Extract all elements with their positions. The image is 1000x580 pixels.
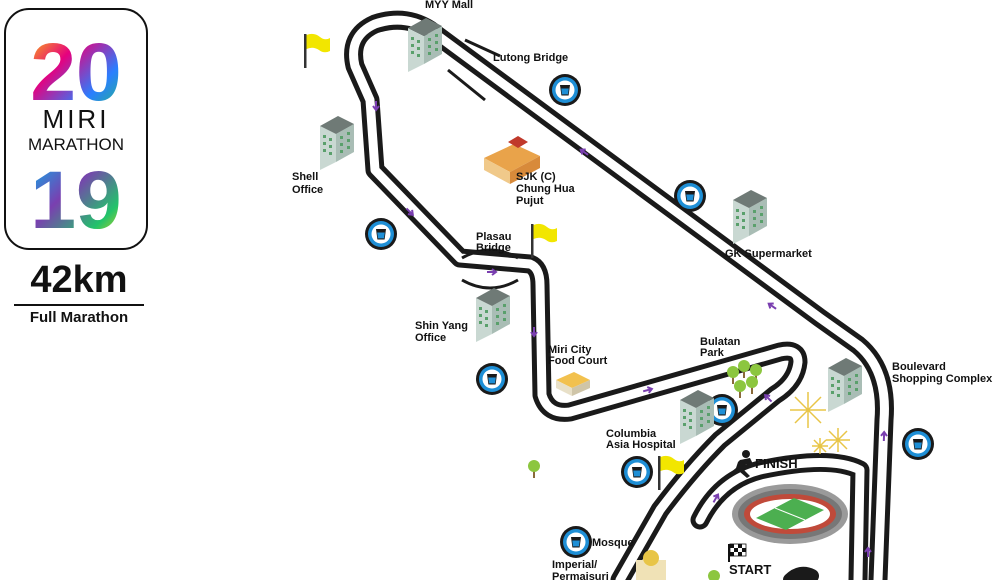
label-sjk-line1: SJK (C) <box>516 171 556 183</box>
columbia-hospital-building-icon <box>680 390 714 444</box>
label-shin-yang-line2: Office <box>415 332 446 344</box>
event-logo: 20 MIRI MARATHON 19 <box>4 8 148 250</box>
plasau-bridge-marker <box>461 248 519 290</box>
label-boulevard-line1: Boulevard <box>892 361 946 373</box>
runner-icon <box>730 450 754 478</box>
label-start: START <box>729 562 771 577</box>
boulevard-building-icon <box>828 358 862 412</box>
flag-icon <box>304 33 330 68</box>
water-station-icon <box>560 526 592 558</box>
flag-icon <box>531 223 557 258</box>
label-lutong-bridge: Lutong Bridge <box>493 52 568 64</box>
water-station-icon <box>549 74 581 106</box>
label-plasau-line1: Plasau <box>476 231 511 243</box>
distance-value: 42km <box>30 259 128 301</box>
mosque-building-icon <box>636 550 666 580</box>
water-station-icon <box>902 428 934 460</box>
label-columbia-line1: Columbia <box>606 428 657 440</box>
water-stations <box>365 74 934 558</box>
label-shell-office-line2: Office <box>292 184 323 196</box>
myy-mall-building-icon <box>408 18 442 72</box>
label-bulatan-line1: Bulatan <box>700 336 741 348</box>
distance-divider <box>14 304 144 306</box>
label-permaisuri: Permaisuri <box>552 571 609 580</box>
water-station-icon <box>365 218 397 250</box>
fireworks-icon <box>790 392 850 454</box>
water-station-icon <box>476 363 508 395</box>
label-myy-mall: MYY Mall <box>425 0 473 11</box>
buildings <box>320 18 862 580</box>
label-shin-yang-line1: Shin Yang <box>415 320 468 332</box>
landmark-labels: MYY Mall Lutong Bridge Shell Office SJK … <box>292 0 993 580</box>
gk-supermarket-building-icon <box>733 190 767 244</box>
label-shell-office-line1: Shell <box>292 171 318 183</box>
label-plasau-line2: Bridge <box>476 242 511 254</box>
lutong-bridge-marker <box>447 38 501 102</box>
distance-block: 42km Full Marathon <box>14 258 144 326</box>
race-category: Full Marathon <box>29 309 129 326</box>
tree-icon <box>528 460 540 478</box>
shin-yang-building-icon <box>476 288 510 342</box>
label-food-court-line1: Miri City <box>548 344 592 356</box>
label-boulevard-line2: Shopping Complex <box>892 373 993 385</box>
label-sjk-line3: Pujut <box>516 195 544 207</box>
logo-name-line1: MIRI <box>43 104 110 134</box>
logo-name-line2: MARATHON <box>28 135 124 154</box>
label-sjk-line2: Chung Hua <box>516 183 576 195</box>
label-bulatan-line2: Park <box>700 347 725 359</box>
water-station-icon <box>674 180 706 212</box>
label-food-court-line2: Food Court <box>548 355 608 367</box>
food-court-building-icon <box>556 372 590 396</box>
label-imperial: Imperial/ <box>552 559 597 571</box>
stadium-icon <box>732 484 848 544</box>
checkered-flag-icon <box>728 543 747 562</box>
label-columbia-line2: Asia Hospital <box>606 439 676 451</box>
tree-icon <box>734 380 746 398</box>
water-station-icon <box>621 456 653 488</box>
label-mosque: Mosque <box>592 537 634 549</box>
label-gk-supermarket: GK Supermarket <box>725 248 812 260</box>
logo-year-bottom: 19 <box>30 155 121 246</box>
sjk-school-building-icon <box>484 136 540 184</box>
label-finish: FINISH <box>755 456 798 471</box>
tree-icon <box>746 376 758 394</box>
shell-office-building-icon <box>320 116 354 170</box>
logo-year-top: 20 <box>30 27 121 118</box>
tree-icon <box>708 570 720 580</box>
tree-icon <box>738 360 750 378</box>
